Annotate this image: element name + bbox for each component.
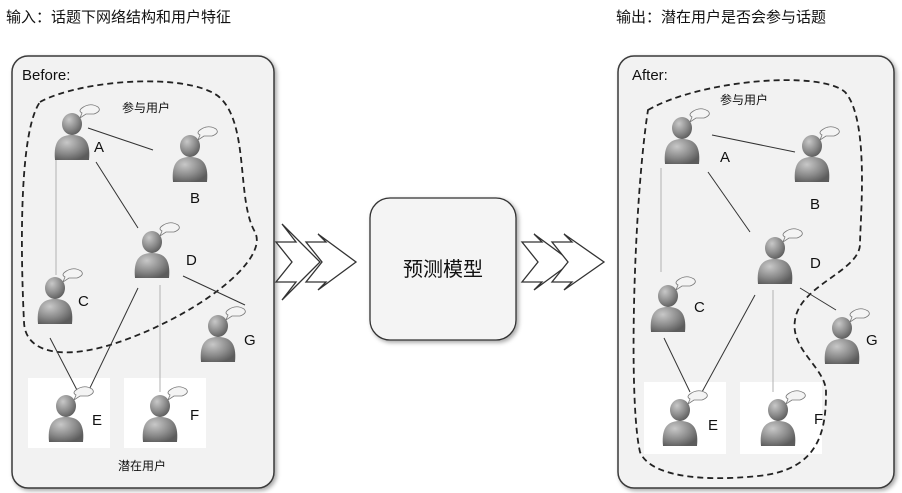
node-label: B [190,190,200,207]
potential-users-label: 潜在用户 [118,458,166,473]
before-title: Before: [22,67,70,84]
after-participating-label: 参与用户 [720,92,768,107]
node-label: C [694,299,705,316]
node-label: A [720,149,730,166]
node-label: B [810,196,820,213]
input-caption: 输入：话题下网络结构和用户特征 [6,8,231,26]
prediction-model-label: 预测模型 [403,257,483,281]
after-panel: After: 参与用户 A B C D E F G [618,56,894,488]
node-label: C [78,293,89,310]
node-label: F [190,407,199,424]
node-label: A [94,139,104,156]
before-participating-label: 参与用户 [122,100,170,115]
node-label: E [92,412,102,429]
after-title: After: [632,67,668,84]
node-label: D [810,255,821,272]
node-label: D [186,252,197,269]
node-label: E [708,417,718,434]
arrow-right-icon [276,224,320,300]
before-panel: Before: 参与用户 A B C D E F G 潜在用户 [12,56,274,488]
node-label: G [866,332,878,349]
output-caption: 输出：潜在用户是否会参与话题 [616,8,826,26]
node-label: F [814,411,823,428]
node-label: G [244,332,256,349]
